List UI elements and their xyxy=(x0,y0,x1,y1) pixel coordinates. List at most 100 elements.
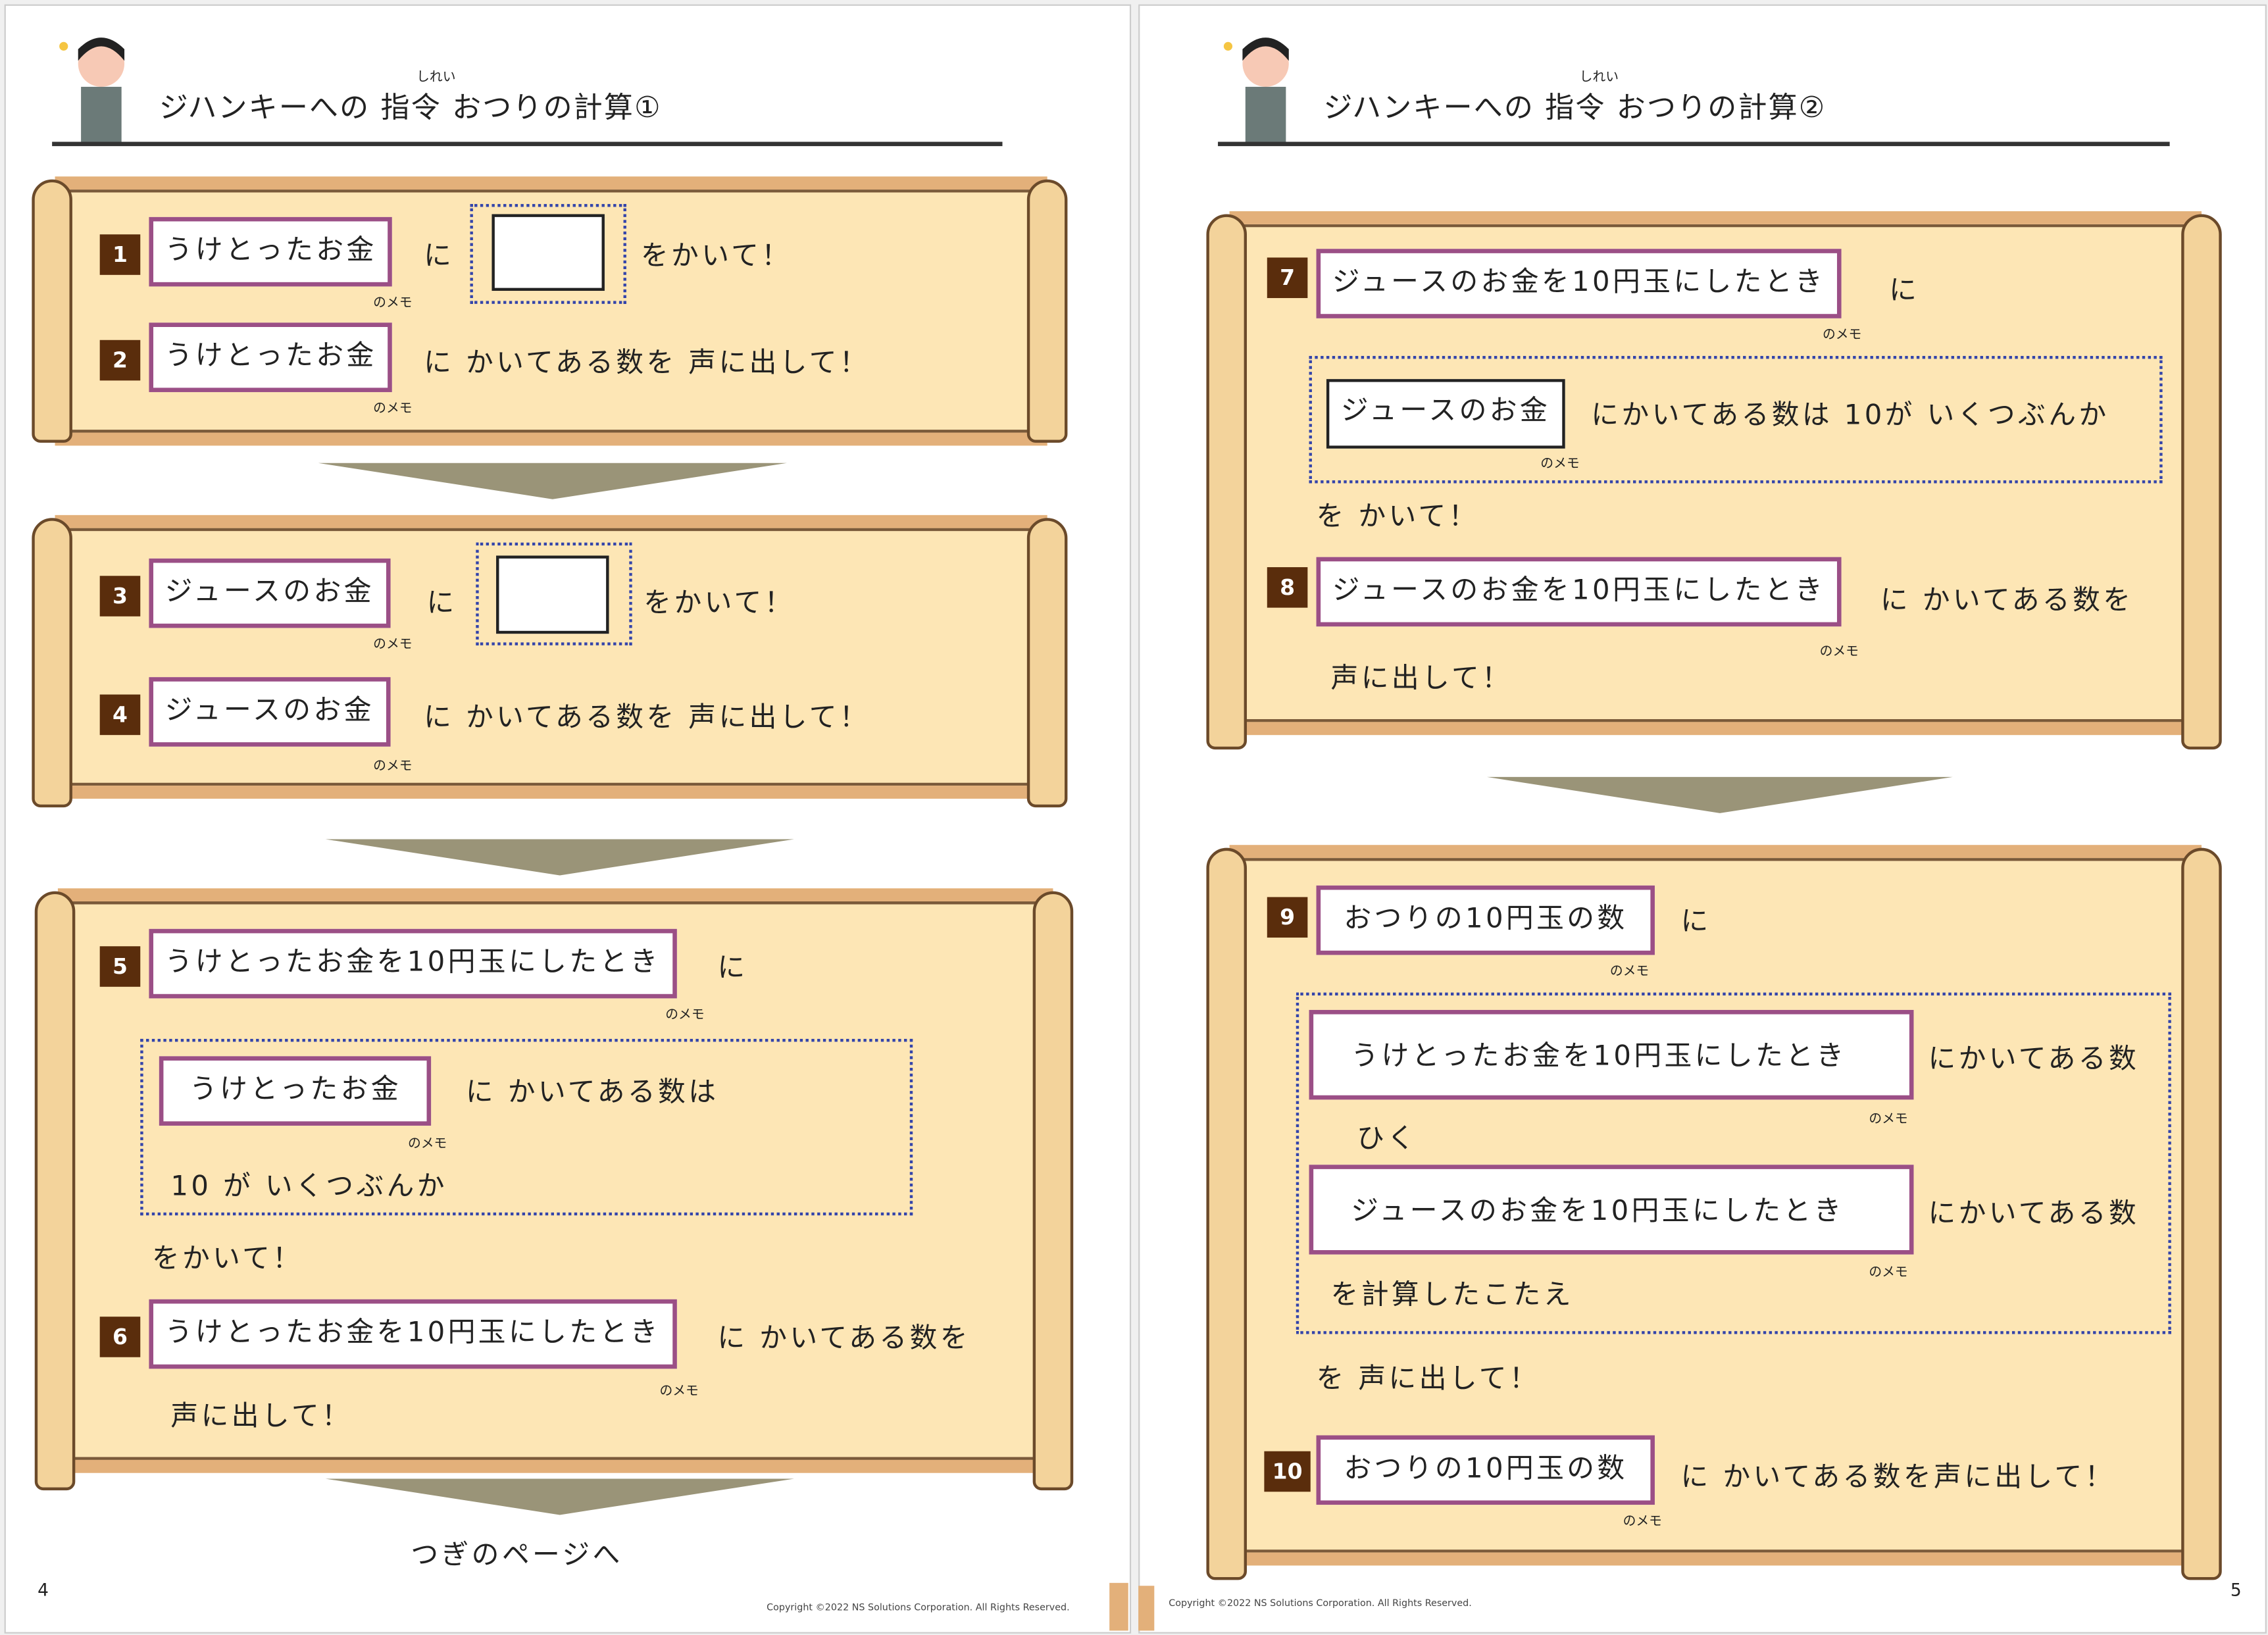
title-rule xyxy=(52,141,1003,147)
instruction-text: に xyxy=(1680,905,1711,938)
memo-caption: のメモ xyxy=(1540,457,1580,472)
memo-caption: のメモ xyxy=(373,402,413,417)
scroll-roll xyxy=(34,891,76,1491)
instruction-text: に xyxy=(424,240,455,272)
title-kanji: 指令 xyxy=(380,89,441,125)
memo-caption: のメモ xyxy=(373,296,413,311)
answer-box[interactable] xyxy=(491,214,605,291)
step-number-badge: 7 xyxy=(1267,257,1308,299)
instruction-text: を 声に出して！ xyxy=(1316,1363,1540,1395)
instruction-text: をかいて！ xyxy=(151,1243,303,1275)
page-edge-tab xyxy=(1138,1586,1155,1631)
title-rule xyxy=(1218,141,2170,147)
scroll-roll xyxy=(1026,518,1068,808)
instruction-text: をかいて！ xyxy=(643,587,795,620)
step-number-badge: 3 xyxy=(99,576,141,616)
teacher-avatar-icon xyxy=(59,38,125,145)
instruction-text: に xyxy=(717,952,748,984)
scroll-roll xyxy=(32,179,72,443)
instruction-text: 声に出して！ xyxy=(1330,663,1513,695)
teacher-avatar-icon xyxy=(1223,38,1289,145)
memo-box: うけとったお金を10円玉にしたとき xyxy=(149,928,676,999)
answer-box[interactable] xyxy=(496,555,609,634)
memo-caption: のメモ xyxy=(1819,645,1859,660)
step-number-badge: 6 xyxy=(99,1317,141,1357)
scroll-roll xyxy=(32,518,72,808)
scroll-roll xyxy=(1032,891,1074,1491)
instruction-text: に かいてある数を 声に出して！ xyxy=(424,347,870,380)
scroll-roll xyxy=(1026,179,1068,443)
next-page-link[interactable]: つぎのページへ xyxy=(411,1539,623,1572)
memo-caption: のメモ xyxy=(373,759,413,774)
step-number-badge: 10 xyxy=(1264,1451,1311,1492)
memo-box: ジュースのお金 xyxy=(149,558,390,628)
instruction-text: に かいてある数を声に出して！ xyxy=(1680,1461,2115,1494)
down-arrow-icon xyxy=(325,839,794,876)
instruction-text: 10 が いくつぶんか xyxy=(170,1170,447,1203)
memo-box: ジュースのお金を10円玉にしたとき xyxy=(1316,249,1842,318)
memo-box: うけとったお金 xyxy=(149,322,393,392)
page-title: ジハンキーへの 指令 おつりの計算① xyxy=(159,84,662,126)
memo-box: ジュースのお金を10円玉にしたとき xyxy=(1309,1165,1914,1255)
memo-caption: のメモ xyxy=(1822,328,1862,343)
memo-box: うけとったお金 xyxy=(149,216,393,287)
page-edge-tab xyxy=(1109,1582,1128,1631)
step-number-badge: 9 xyxy=(1267,897,1308,938)
scroll-roll xyxy=(1206,214,1247,750)
memo-box: ジュースのお金を10円玉にしたとき xyxy=(1316,557,1842,627)
instruction-text: にかいてある数は 10が いくつぶんか xyxy=(1591,399,2109,432)
instruction-text: をかいて！ xyxy=(640,240,792,272)
page-title: ジハンキーへの 指令 おつりの計算② xyxy=(1324,84,1827,126)
instruction-text: に かいてある数を 声に出して！ xyxy=(424,701,870,734)
dotted-frame xyxy=(470,204,626,304)
step-number-badge: 1 xyxy=(99,234,141,275)
scroll-roll xyxy=(2181,847,2222,1580)
step-number-badge: 4 xyxy=(99,694,141,736)
title-suffix: おつりの計算① xyxy=(452,89,662,125)
instruction-text: ひく xyxy=(1357,1122,1418,1155)
instruction-text: にかいてある数 xyxy=(1928,1043,2140,1075)
instruction-text: に かいてある数は xyxy=(465,1076,719,1109)
scroll-roll xyxy=(1206,847,1247,1580)
copyright: Copyright ©2022 NS Solutions Corporation… xyxy=(767,1601,1070,1613)
memo-caption: のメモ xyxy=(1869,1113,1908,1128)
title-ruby: しれい xyxy=(416,70,456,86)
scroll-roll xyxy=(2181,214,2222,750)
title-ruby: しれい xyxy=(1579,70,1619,86)
dotted-frame xyxy=(1309,355,2163,484)
memo-caption: のメモ xyxy=(1623,1515,1662,1530)
memo-caption: のメモ xyxy=(665,1008,705,1023)
page-number: 5 xyxy=(2230,1580,2242,1601)
instruction-text: 声に出して！ xyxy=(170,1400,353,1433)
memo-box: ジュースのお金 xyxy=(149,677,390,747)
memo-caption: のメモ xyxy=(1609,965,1650,980)
memo-caption: のメモ xyxy=(407,1137,447,1152)
page-number: 4 xyxy=(38,1580,49,1601)
memo-caption: のメモ xyxy=(373,638,413,653)
dotted-frame xyxy=(1296,992,2171,1334)
memo-box: うけとったお金 xyxy=(159,1056,432,1126)
memo-box: ジュースのお金 xyxy=(1326,379,1565,449)
step-number-badge: 5 xyxy=(99,946,141,987)
memo-box: おつりの10円玉の数 xyxy=(1316,885,1655,955)
down-arrow-icon xyxy=(1486,776,1953,813)
step-number-badge: 2 xyxy=(99,340,141,381)
memo-caption: のメモ xyxy=(659,1384,699,1399)
down-arrow-icon xyxy=(325,1478,794,1515)
memo-box: うけとったお金を10円玉にしたとき xyxy=(149,1299,676,1369)
memo-box: うけとったお金を10円玉にしたとき xyxy=(1309,1009,1914,1100)
dotted-frame xyxy=(476,542,632,645)
instruction-text: に xyxy=(1889,274,1920,307)
title-prefix: ジハンキーへの xyxy=(1323,89,1535,125)
step-number-badge: 8 xyxy=(1267,567,1308,608)
instruction-text: に xyxy=(426,587,457,620)
instruction-text: を計算したこたえ xyxy=(1330,1279,1574,1311)
instruction-text: を かいて！ xyxy=(1316,500,1479,533)
title-kanji: 指令 xyxy=(1545,89,1606,125)
memo-box: おつりの10円玉の数 xyxy=(1316,1435,1655,1505)
copyright: Copyright ©2022 NS Solutions Corporation… xyxy=(1169,1597,1472,1609)
title-prefix: ジハンキーへの xyxy=(159,89,370,125)
dotted-frame xyxy=(140,1038,913,1216)
down-arrow-icon xyxy=(318,463,787,499)
